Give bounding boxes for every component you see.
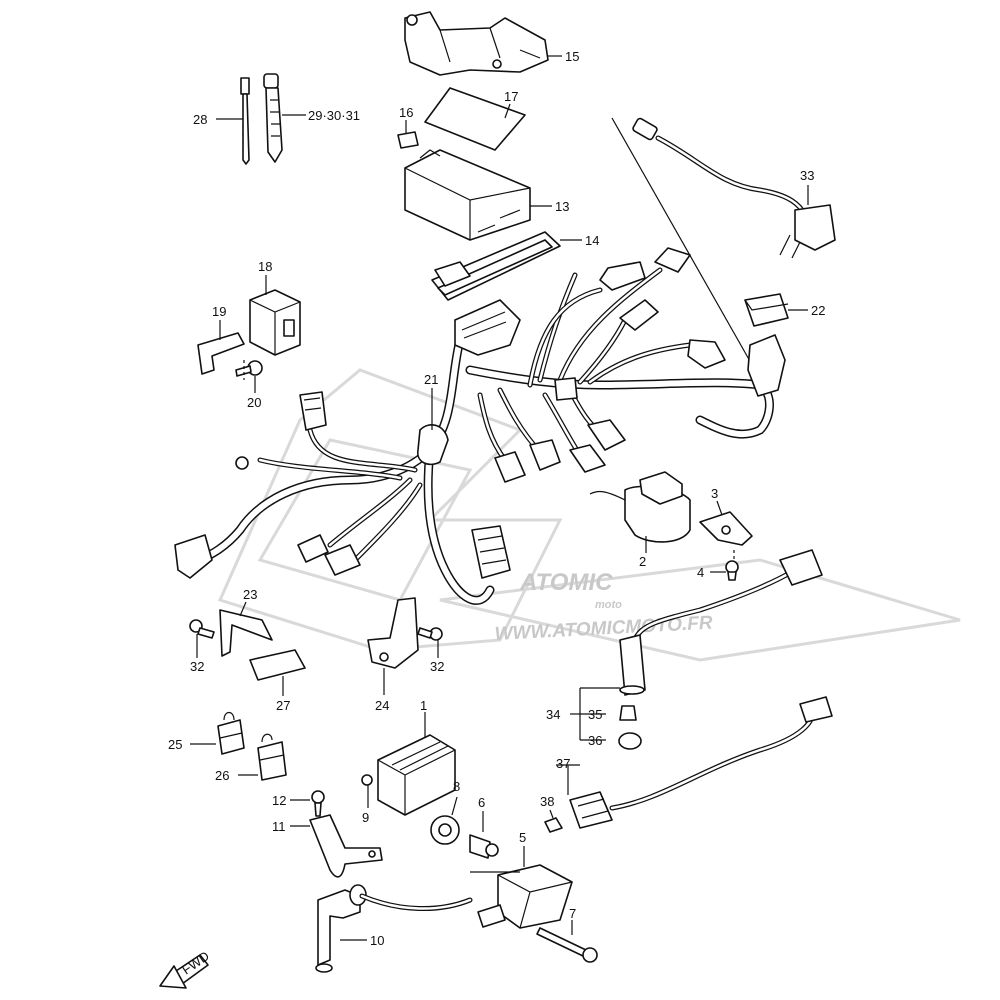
watermark: ATOMIC moto WWW.ATOMICMOTO.FR bbox=[217, 368, 961, 662]
part-32-bolt-left bbox=[189, 619, 215, 639]
part-15-bracket bbox=[404, 11, 549, 76]
label-1: 1 bbox=[420, 698, 427, 713]
label-6: 6 bbox=[478, 795, 485, 810]
label-10: 10 bbox=[370, 933, 384, 948]
part-32-bolt-right bbox=[417, 627, 443, 641]
label-36: 36 bbox=[588, 733, 602, 748]
label-24: 24 bbox=[375, 698, 389, 713]
watermark-sub: moto bbox=[595, 599, 622, 611]
part-18-relay bbox=[249, 289, 301, 356]
part-38-fuse bbox=[544, 817, 563, 833]
label-38: 38 bbox=[540, 794, 554, 809]
label-9: 9 bbox=[362, 810, 369, 825]
part-26-connector bbox=[257, 733, 287, 781]
part-13-ecu bbox=[404, 149, 531, 241]
label-32-left: 32 bbox=[190, 659, 204, 674]
part-17-pad bbox=[424, 87, 526, 151]
part-8-grommet bbox=[430, 815, 460, 845]
part-5-ignition-coil bbox=[359, 864, 573, 929]
watermark-brand: ATOMIC bbox=[519, 569, 613, 596]
label-26: 26 bbox=[215, 768, 229, 783]
label-2: 2 bbox=[639, 554, 646, 569]
part-14-strap bbox=[431, 231, 561, 301]
part-1-regulator bbox=[361, 734, 456, 816]
part-10-plug-cap bbox=[315, 884, 367, 973]
part-19-bracket bbox=[197, 332, 245, 375]
label-13: 13 bbox=[555, 199, 569, 214]
label-14: 14 bbox=[585, 233, 599, 248]
part-29-cable-tie bbox=[263, 73, 283, 163]
label-25: 25 bbox=[168, 737, 182, 752]
part-27-pad bbox=[249, 649, 306, 681]
part-12-bolt bbox=[311, 790, 325, 817]
part-6-bolt bbox=[469, 834, 499, 859]
label-22: 22 bbox=[811, 303, 825, 318]
label-28: 28 bbox=[193, 112, 207, 127]
label-37: 37 bbox=[556, 756, 570, 771]
label-35: 35 bbox=[588, 707, 602, 722]
label-17: 17 bbox=[504, 89, 518, 104]
part-34-plug-lead bbox=[619, 549, 823, 696]
part-36-grommet bbox=[618, 732, 642, 750]
label-3: 3 bbox=[711, 486, 718, 501]
label-20: 20 bbox=[247, 395, 261, 410]
part-3-bracket bbox=[699, 511, 753, 546]
part-7-bolt bbox=[536, 927, 598, 963]
label-12: 12 bbox=[272, 793, 286, 808]
fwd-arrow-icon: FWD bbox=[159, 948, 212, 989]
part-24-bracket bbox=[367, 597, 419, 669]
label-11: 11 bbox=[272, 819, 286, 834]
part-23-bracket bbox=[219, 609, 273, 657]
part-37-sub-harness bbox=[569, 696, 833, 829]
label-18: 18 bbox=[258, 259, 272, 274]
label-8: 8 bbox=[453, 779, 460, 794]
label-23: 23 bbox=[243, 587, 257, 602]
part-11-bracket bbox=[309, 814, 383, 878]
part-33-sensor bbox=[632, 117, 836, 259]
part-21-main-harness bbox=[174, 247, 786, 605]
part-4-screw bbox=[725, 560, 739, 581]
part-25-connector bbox=[217, 711, 245, 755]
label-4: 4 bbox=[697, 565, 704, 580]
part-22-connector bbox=[744, 293, 789, 327]
label-5: 5 bbox=[519, 830, 526, 845]
label-21: 21 bbox=[424, 372, 438, 387]
label-33: 33 bbox=[800, 168, 814, 183]
label-27: 27 bbox=[276, 698, 290, 713]
part-35-cap bbox=[619, 705, 637, 721]
part-2-condenser bbox=[589, 471, 691, 543]
part-20-screw bbox=[235, 360, 263, 377]
label-29-30-31: 29·30·31 bbox=[308, 108, 360, 123]
label-15: 15 bbox=[565, 49, 579, 64]
part-16-pad bbox=[397, 131, 419, 149]
part-28-cable-tie bbox=[240, 77, 250, 165]
label-34: 34 bbox=[546, 707, 560, 722]
label-32-right: 32 bbox=[430, 659, 444, 674]
label-7: 7 bbox=[569, 906, 576, 921]
label-19: 19 bbox=[212, 304, 226, 319]
label-16: 16 bbox=[399, 105, 413, 120]
